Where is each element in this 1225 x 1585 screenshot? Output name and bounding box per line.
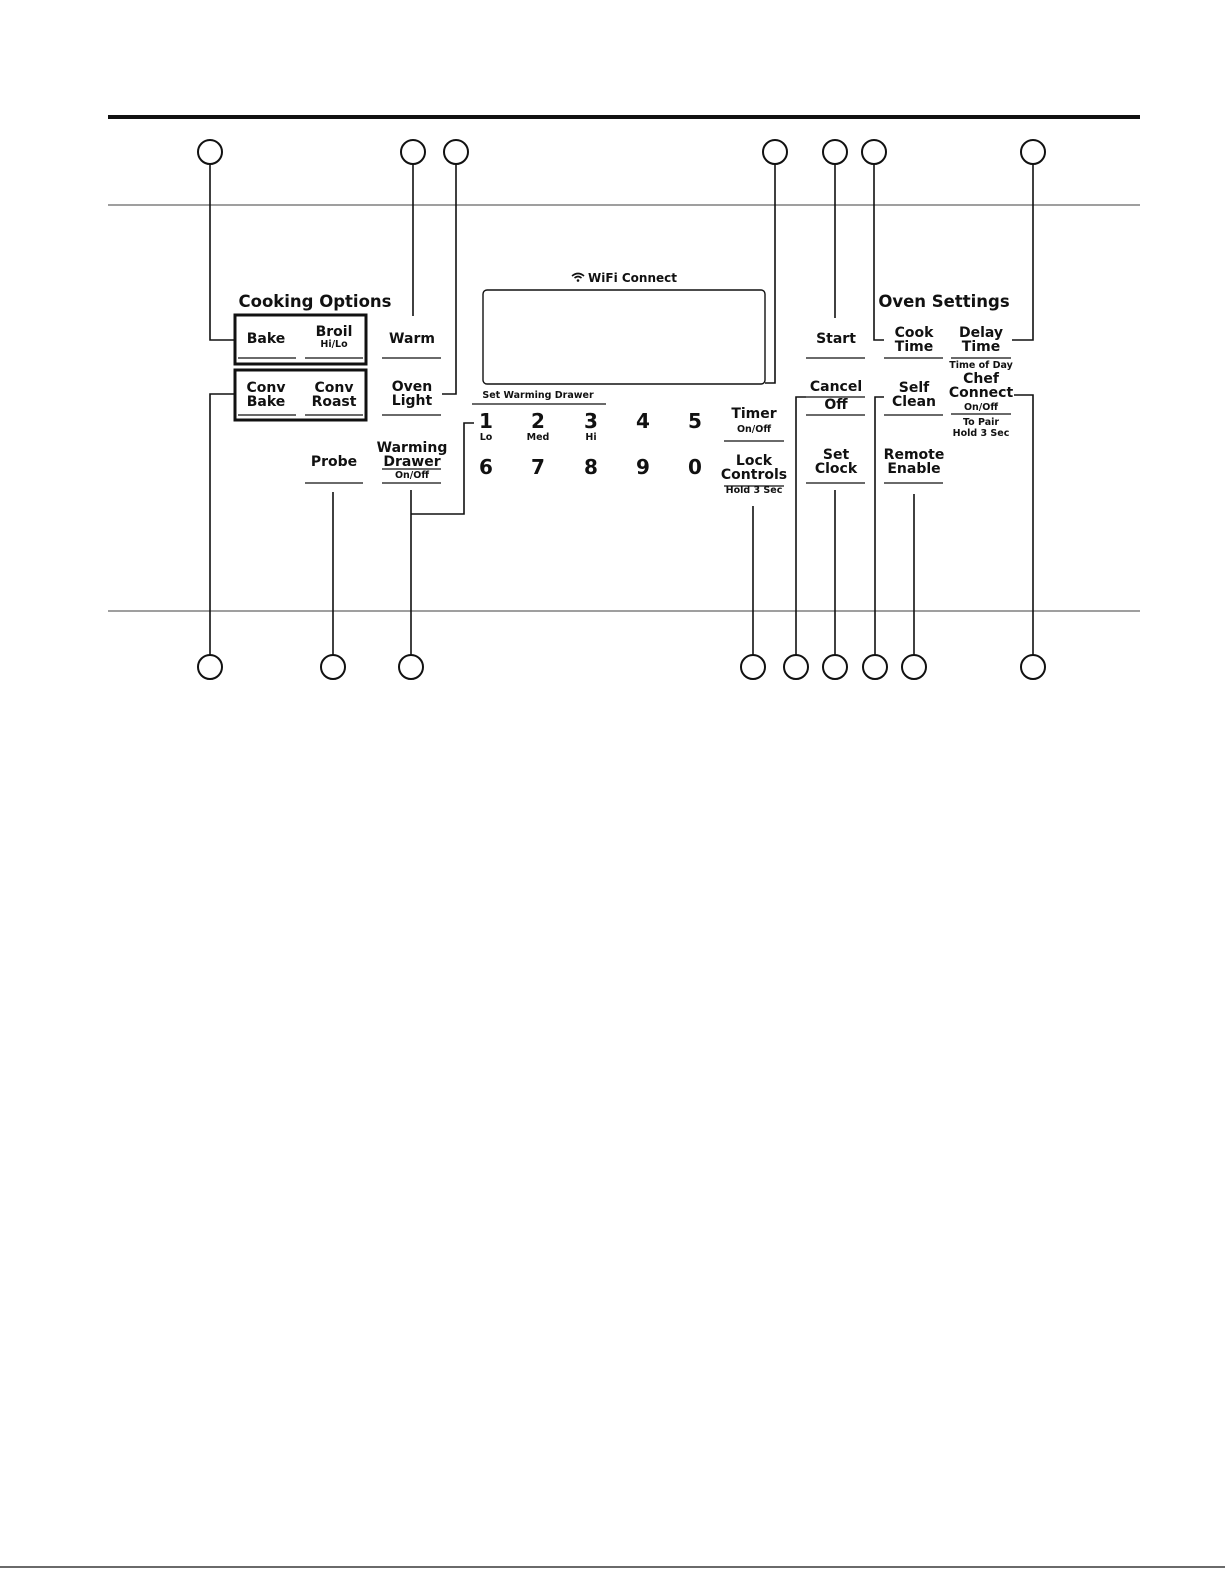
oven-light-key[interactable]: Oven Light — [392, 380, 433, 408]
number-9-label: 9 — [636, 455, 650, 479]
self-clean-label-1: Self — [898, 380, 930, 396]
remote-enable-key[interactable]: Remote Enable — [884, 448, 945, 476]
conv-bake-label-2: Bake — [246, 394, 286, 410]
leader-conv — [209, 393, 236, 655]
remote-enable-label-2: Enable — [887, 461, 941, 477]
set-clock-label-2: Clock — [814, 461, 858, 477]
number-5-label: 5 — [688, 409, 702, 433]
bake-key[interactable]: Bake — [247, 332, 286, 346]
oven-light-label-1: Oven — [391, 379, 433, 395]
leader-chef-connect — [1014, 394, 1034, 655]
off-label: Off — [824, 397, 848, 413]
lock-controls-label-2: Controls — [720, 467, 788, 483]
leader-number-pad — [411, 422, 474, 515]
number-6-label: 6 — [479, 455, 493, 479]
cooking-options-box-top — [233, 313, 368, 366]
warming-drawer-sub-label: On/Off — [394, 470, 430, 481]
broil-sub-label: Hi/Lo — [320, 339, 348, 350]
number-key-0[interactable]: 0 — [688, 456, 702, 478]
leader-cook-time — [873, 164, 884, 341]
oven-light-label-2: Light — [391, 393, 433, 409]
number-key-5[interactable]: 5 — [688, 410, 702, 432]
number-1-label: 1 — [479, 409, 493, 433]
cooking-options-header: Cooking Options — [238, 292, 392, 311]
warm-key[interactable]: Warm — [389, 332, 435, 346]
start-label: Start — [816, 331, 856, 347]
chef-connect-label-1: Chef — [963, 371, 999, 387]
lock-controls-label-1: Lock — [735, 453, 773, 469]
self-clean-label-2: Clean — [892, 394, 936, 410]
timer-sub-label: On/Off — [736, 424, 772, 435]
cooking-options-box-bottom — [233, 368, 368, 422]
leader-display — [765, 164, 776, 384]
number-key-8[interactable]: 8 — [584, 456, 598, 478]
set-clock-key[interactable]: Set Clock — [815, 448, 857, 476]
wifi-icon — [571, 272, 585, 282]
leader-cancel — [795, 396, 806, 655]
leader-oven-light — [442, 164, 457, 395]
broil-key[interactable]: Broil Hi/Lo — [316, 325, 353, 351]
number-key-3[interactable]: 3 Hi — [584, 410, 598, 443]
number-key-9[interactable]: 9 — [636, 456, 650, 478]
number-key-1[interactable]: 1 Lo — [479, 410, 493, 443]
probe-key[interactable]: Probe — [311, 455, 357, 469]
leader-self-clean — [874, 396, 884, 655]
cancel-off-key[interactable]: Cancel Off — [810, 380, 862, 412]
number-key-4[interactable]: 4 — [636, 410, 650, 432]
number-7-label: 7 — [531, 455, 545, 479]
delay-time-label-1: Delay — [958, 325, 1004, 341]
lock-controls-key[interactable]: Lock Controls Hold 3 Sec — [721, 454, 787, 497]
number-2-sub-label: Med — [526, 432, 550, 443]
warming-drawer-label-2: Drawer — [383, 454, 441, 470]
number-0-label: 0 — [688, 455, 702, 479]
number-8-label: 8 — [584, 455, 598, 479]
number-3-label: 3 — [584, 409, 598, 433]
chef-connect-sub-label: On/Off — [963, 402, 999, 413]
number-3-sub-label: Hi — [585, 432, 597, 443]
set-warming-drawer-label: Set Warming Drawer — [482, 390, 594, 401]
number-1-sub-label: Lo — [479, 432, 493, 443]
self-clean-key[interactable]: Self Clean — [892, 381, 936, 409]
conv-roast-label-1: Conv — [314, 380, 354, 396]
cook-time-label-1: Cook — [894, 325, 934, 341]
cook-time-label-2: Time — [894, 339, 934, 355]
warming-drawer-key[interactable]: Warming Drawer On/Off — [377, 441, 448, 482]
delay-time-key[interactable]: Delay Time — [959, 326, 1003, 354]
display-window — [482, 289, 766, 385]
chef-connect-key[interactable]: Time of Day Chef Connect On/Off To Pair … — [949, 360, 1013, 439]
hold-3-sec-label: Hold 3 Sec — [952, 428, 1010, 439]
timer-key[interactable]: Timer On/Off — [731, 407, 776, 436]
cook-time-key[interactable]: Cook Time — [895, 326, 934, 354]
number-key-6[interactable]: 6 — [479, 456, 493, 478]
number-4-label: 4 — [636, 409, 650, 433]
conv-bake-label-1: Conv — [246, 380, 286, 396]
bake-label: Bake — [246, 331, 286, 347]
wifi-connect-label: WiFi Connect — [571, 271, 677, 285]
leader-bake-broil — [209, 164, 236, 341]
warm-label: Warm — [389, 331, 435, 347]
remote-enable-label-1: Remote — [883, 447, 945, 463]
warming-drawer-label-1: Warming — [376, 440, 448, 456]
set-clock-label-1: Set — [822, 447, 850, 463]
conv-bake-key[interactable]: Conv Bake — [247, 381, 286, 409]
conv-roast-key[interactable]: Conv Roast — [312, 381, 357, 409]
time-of-day-label: Time of Day — [949, 360, 1013, 371]
wifi-connect-text: WiFi Connect — [588, 271, 677, 285]
cancel-label: Cancel — [809, 379, 863, 395]
to-pair-label: To Pair — [962, 417, 1000, 428]
number-key-7[interactable]: 7 — [531, 456, 545, 478]
probe-label: Probe — [310, 454, 358, 470]
broil-label: Broil — [315, 324, 353, 340]
number-key-2[interactable]: 2 Med — [527, 410, 550, 443]
number-2-label: 2 — [531, 409, 545, 433]
conv-roast-label-2: Roast — [311, 394, 357, 410]
start-key[interactable]: Start — [816, 332, 856, 346]
timer-label: Timer — [731, 406, 777, 422]
oven-settings-header: Oven Settings — [878, 292, 1010, 311]
lock-controls-sub-label: Hold 3 Sec — [725, 485, 783, 496]
delay-time-label-2: Time — [961, 339, 1001, 355]
leader-delay-time — [1012, 164, 1034, 341]
chef-connect-label-2: Connect — [948, 385, 1014, 401]
